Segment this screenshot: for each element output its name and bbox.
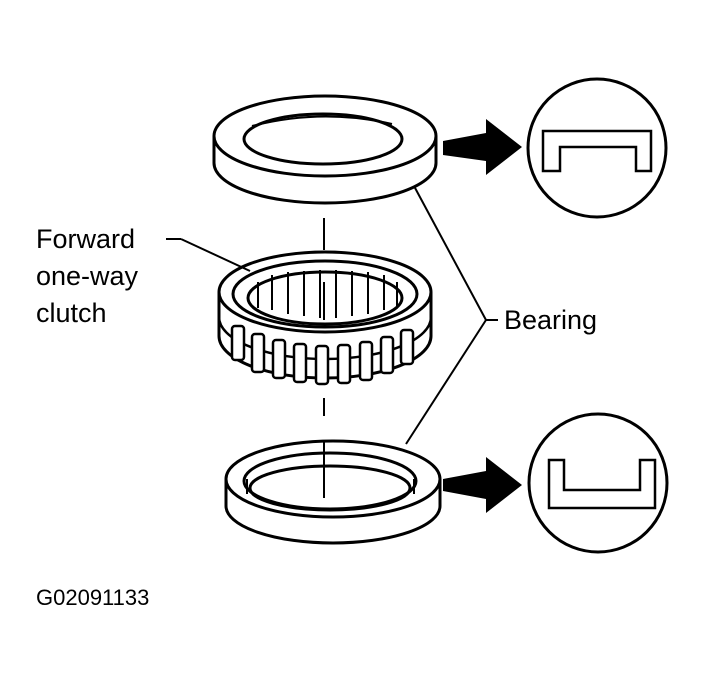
bearing-label: Bearing [504, 305, 597, 335]
lower-bearing-ring [224, 439, 442, 545]
lower-arrow [443, 457, 522, 513]
clutch-label-line1: Forward [36, 224, 135, 254]
clutch-label-line3: clutch [36, 298, 107, 328]
leader-lines [166, 185, 487, 445]
upper-bearing-ring [212, 94, 438, 205]
forward-one-way-clutch [217, 250, 433, 386]
upper-cross-section [526, 77, 668, 219]
lower-cross-section [527, 412, 669, 554]
clutch-label-line2: one-way [36, 261, 139, 291]
figure-code: G02091133 [36, 585, 149, 610]
upper-arrow [443, 119, 522, 175]
